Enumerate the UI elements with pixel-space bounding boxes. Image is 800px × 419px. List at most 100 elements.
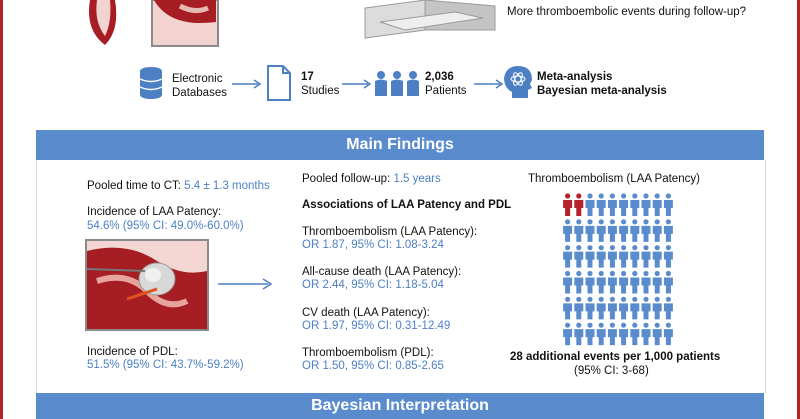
person-icon: [596, 193, 606, 216]
person-icon: [574, 219, 584, 242]
person-icon: [663, 219, 673, 242]
person-icon: [652, 193, 662, 216]
person-icon: [641, 270, 651, 294]
events-ci: (95% CI: 3-68): [574, 365, 649, 377]
assoc-item-value: OR 1.97, 95% CI: 0.31-12.49: [302, 320, 451, 332]
laa-patency-label: Incidence of LAA Patency:: [87, 206, 222, 218]
patients-count-block: 2,036 Patients: [425, 70, 467, 98]
person-icon: [563, 322, 573, 346]
frame-right-border: [797, 0, 800, 419]
person-icon: [663, 296, 673, 320]
person-icon: [563, 270, 573, 294]
analysis-block: Meta-analysis Bayesian meta-analysis: [537, 70, 667, 98]
databases-label-line1: Electronic: [172, 73, 223, 85]
person-icon: [607, 296, 617, 320]
patients-group-icon: [375, 71, 419, 96]
person-icon: [563, 219, 573, 242]
databases-label-line2: Databases: [172, 87, 227, 99]
arrow-icon: [342, 79, 372, 89]
person-icon: [641, 193, 651, 216]
person-icon: [619, 322, 629, 346]
person-icon: [563, 245, 573, 268]
meta-analysis-label: Meta-analysis: [537, 71, 613, 83]
pdl-value: 51.5% (95% CI: 43.7%-59.2%): [87, 359, 244, 371]
person-icon: [596, 245, 606, 268]
study-flow: Electronic Databases 17 Studies 2,036 Pa…: [0, 60, 800, 110]
assoc-item-label: Thromboembolism (LAA Patency):: [302, 226, 478, 238]
person-icon: [619, 270, 629, 294]
arrow-icon: [474, 79, 504, 89]
studies-count-block: 17 Studies: [301, 70, 339, 98]
followup-value: 1.5 years: [393, 173, 441, 185]
person-icon: [619, 219, 629, 242]
person-icon: [630, 270, 640, 294]
person-icon: [596, 322, 606, 346]
person-icon: [619, 193, 629, 216]
patients-label: Patients: [425, 85, 467, 97]
findings-panel: [36, 160, 766, 393]
person-icon: [607, 219, 617, 242]
person-icon: [596, 219, 606, 242]
person-icon: [585, 219, 595, 242]
pooled-ct-line: Pooled time to CT: 5.4 ± 1.3 months: [87, 179, 270, 193]
person-icon: [585, 270, 595, 294]
bayesian-interpretation-banner: Bayesian Interpretation: [36, 393, 764, 419]
person-icon: [574, 245, 584, 268]
pooled-ct-label: Pooled time to CT:: [87, 180, 181, 192]
top-question-text: More thromboembolic events during follow…: [507, 6, 747, 18]
assoc-item-label: All-cause death (LAA Patency):: [302, 266, 462, 278]
person-icon-event: [574, 193, 584, 216]
main-findings-banner: Main Findings: [36, 130, 764, 160]
person-icon: [596, 296, 606, 320]
person-icon: [630, 219, 640, 242]
patient-icon-array: [563, 193, 673, 346]
person-icon: [607, 245, 617, 268]
pdl-label: Incidence of PDL:: [87, 346, 178, 358]
person-icon: [630, 193, 640, 216]
person-icon: [652, 270, 662, 294]
studies-count: 17: [301, 71, 314, 83]
person-icon: [574, 270, 584, 294]
databases-label: Electronic Databases: [172, 72, 227, 100]
thromboembolism-chart-title: Thromboembolism (LAA Patency): [528, 173, 700, 185]
person-icon: [607, 322, 617, 346]
person-icon: [630, 322, 640, 346]
events-summary: 28 additional events per 1,000 patients: [510, 351, 721, 363]
person-icon: [641, 245, 651, 268]
flow-arrow-icon: [218, 278, 273, 290]
arrow-icon: [232, 79, 262, 89]
frame-left-border: [0, 0, 3, 419]
assoc-item-value: OR 1.87, 95% CI: 1.08-3.24: [302, 239, 444, 251]
followup-label: Pooled follow-up:: [302, 173, 391, 185]
person-icon: [607, 270, 617, 294]
person-icon: [619, 296, 629, 320]
person-icon: [652, 296, 662, 320]
person-icon: [574, 296, 584, 320]
person-icon: [630, 296, 640, 320]
person-icon: [641, 322, 651, 346]
person-icon: [607, 193, 617, 216]
document-icon: [267, 65, 291, 101]
person-icon: [585, 296, 595, 320]
followup-line: Pooled follow-up: 1.5 years: [302, 172, 441, 186]
ct-scanner-illustration: [364, 0, 496, 39]
assoc-item-value: OR 1.50, 95% CI: 0.85-2.65: [302, 360, 444, 372]
person-icon-event: [563, 193, 573, 216]
heart-illustration-top: [89, 0, 219, 47]
person-icon: [630, 245, 640, 268]
studies-label: Studies: [301, 85, 340, 97]
bayesian-meta-analysis-label: Bayesian meta-analysis: [537, 85, 667, 97]
person-icon: [652, 245, 662, 268]
database-icon: [139, 67, 163, 99]
assoc-item-value: OR 2.44, 95% CI: 1.18-5.04: [302, 279, 444, 291]
person-icon: [585, 245, 595, 268]
brain-head-icon: [504, 66, 532, 98]
person-icon: [585, 322, 595, 346]
assoc-item-label: Thromboembolism (PDL):: [302, 347, 434, 359]
laa-heart-image: [85, 239, 209, 331]
person-icon: [663, 270, 673, 294]
person-icon: [663, 193, 673, 216]
person-icon: [663, 322, 673, 346]
associations-title: Associations of LAA Patency and PDL: [302, 199, 512, 211]
person-icon: [563, 296, 573, 320]
